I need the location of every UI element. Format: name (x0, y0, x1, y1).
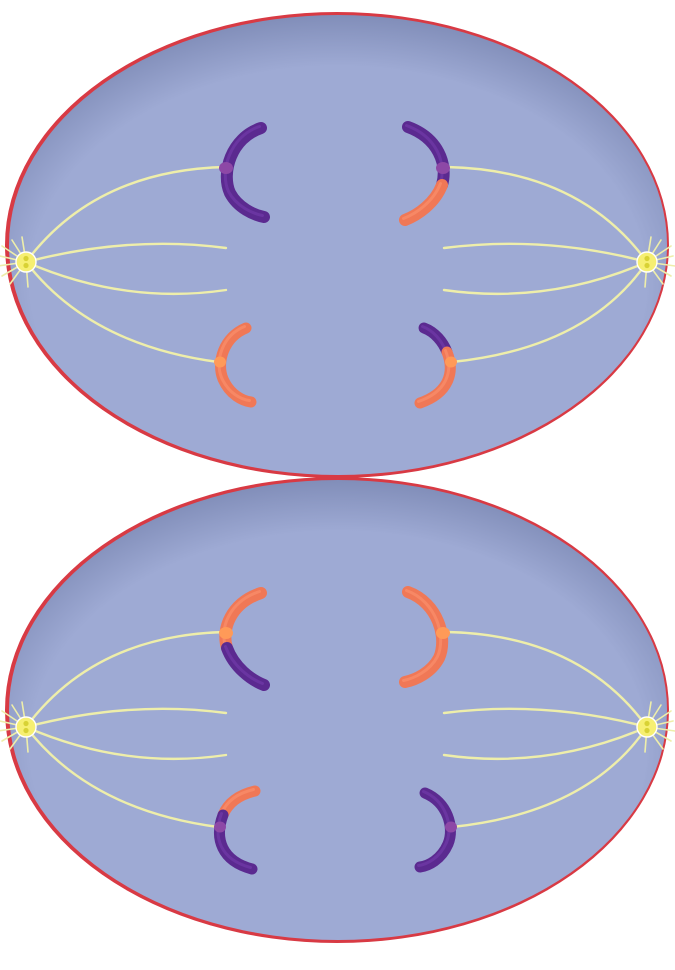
cytoplasm (9, 15, 667, 475)
spindle-fiber (24, 725, 220, 829)
chromatid-segment (215, 322, 257, 408)
spindle-fiber (442, 260, 649, 296)
chromatid-highlight (405, 124, 444, 185)
centromere (214, 821, 226, 833)
spindle-fiber (24, 630, 228, 729)
spindle-fiber (445, 165, 649, 264)
chromatid-segment (399, 179, 448, 226)
centrosome (636, 716, 658, 738)
chromatid-highlight (417, 349, 451, 403)
chromatid-highlight (223, 125, 264, 217)
spindle-apparatus (0, 630, 675, 829)
spindle-fiber (24, 260, 220, 364)
chromatid-segment (399, 586, 449, 688)
chromatid-highlight (417, 790, 451, 867)
centromere (445, 821, 457, 833)
spindle-fiber (450, 725, 649, 829)
chromatid-segment (220, 122, 270, 223)
centriole (23, 262, 29, 269)
centrosome (636, 251, 658, 273)
chromosomes (214, 121, 457, 409)
centromere (219, 627, 233, 639)
spindle-fiber (442, 242, 649, 264)
chromatid-highlight (216, 812, 252, 869)
chromatid-highlight (402, 182, 442, 220)
centromere (445, 356, 457, 368)
chromatid-segment (414, 787, 456, 873)
centriole (644, 720, 650, 727)
spindle-apparatus (0, 165, 675, 364)
spindle-fiber (24, 707, 228, 729)
bottom-cell (0, 477, 675, 943)
centriole (23, 727, 29, 734)
chromatid-segment (221, 642, 270, 691)
spindle-fiber (450, 260, 649, 364)
centrosome (15, 251, 37, 273)
chromatid-highlight (222, 590, 261, 648)
centriole (644, 255, 650, 262)
spindle-fiber (24, 725, 228, 761)
cytoplasm (9, 480, 667, 940)
centriole (644, 727, 650, 734)
chromosomes (214, 586, 457, 875)
spindle-fiber (442, 725, 649, 761)
centriole (23, 720, 29, 727)
spindle-fiber (24, 165, 228, 264)
centrosome (15, 716, 37, 738)
centriole (644, 262, 650, 269)
spindle-fiber (445, 630, 649, 729)
spindle-fiber (442, 707, 649, 729)
chromatid-highlight (224, 645, 264, 685)
chromatid-highlight (217, 325, 251, 402)
spindle-fiber (24, 242, 228, 264)
centriole (23, 255, 29, 262)
centromere (219, 162, 233, 174)
centromere (436, 162, 450, 174)
centromere (436, 627, 450, 639)
spindle-fiber (24, 260, 228, 296)
centromere (214, 356, 226, 368)
top-cell (0, 12, 675, 478)
chromatid-highlight (402, 589, 443, 682)
chromatid-segment (402, 121, 450, 191)
